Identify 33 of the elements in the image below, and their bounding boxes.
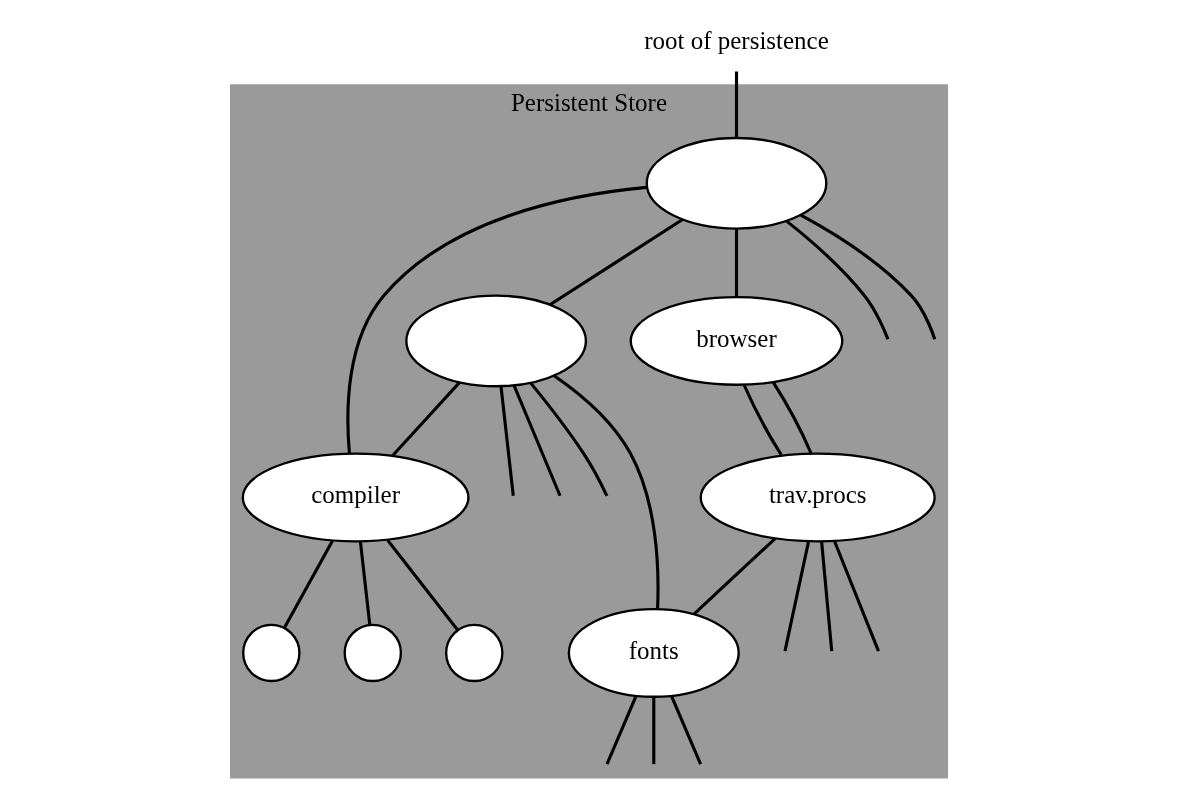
connector	[358, 541, 371, 625]
connector	[345, 185, 647, 454]
connector	[512, 385, 561, 497]
connector	[734, 71, 738, 138]
connector	[771, 381, 812, 454]
node-text: root of persistence	[643, 26, 829, 54]
connector	[385, 538, 459, 632]
connector	[799, 213, 936, 340]
node-circle	[343, 623, 402, 683]
node-ellipse	[404, 294, 587, 388]
node-circle	[241, 623, 301, 683]
connector	[548, 218, 683, 306]
connector	[552, 374, 660, 609]
connector	[782, 541, 810, 652]
node-ellipse	[645, 136, 827, 230]
connector	[692, 537, 776, 615]
connector	[282, 540, 334, 629]
node-ellipse: compiler	[241, 452, 470, 543]
connector	[605, 696, 637, 765]
connector	[742, 384, 783, 456]
node-ellipse: browser	[629, 295, 843, 386]
connector	[832, 540, 880, 652]
connector	[734, 228, 738, 297]
connector	[498, 386, 515, 496]
connector	[819, 541, 833, 652]
node-ellipse: fonts	[567, 607, 740, 698]
connector	[651, 697, 655, 765]
connector	[528, 381, 608, 497]
connector	[669, 696, 702, 765]
node-ellipse: trav.procs	[699, 452, 936, 543]
node-circle	[444, 623, 504, 683]
connector	[390, 381, 461, 457]
connector	[785, 219, 889, 340]
